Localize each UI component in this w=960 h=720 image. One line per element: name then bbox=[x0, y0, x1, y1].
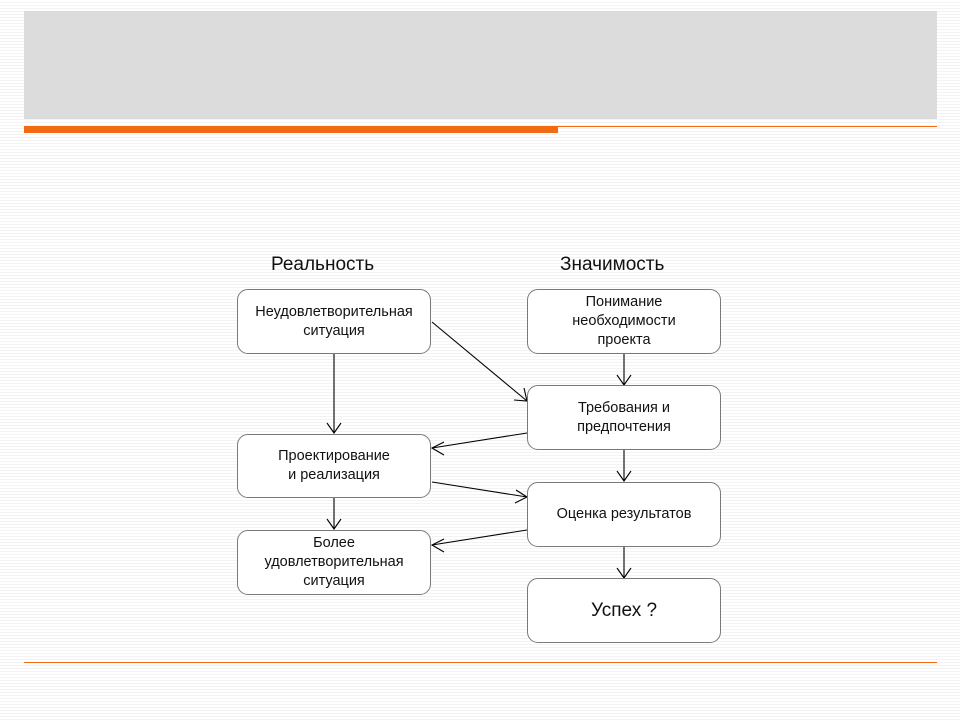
node-project-need: Понимание необходимости проекта bbox=[527, 289, 721, 354]
arrow-evaluation-to-better bbox=[431, 529, 528, 546]
arrow-design-to-evaluation bbox=[431, 481, 528, 498]
node-success: Успех ? bbox=[527, 578, 721, 643]
arrow-unsatisfactory-to-requirements bbox=[431, 321, 528, 402]
arrowhead-icon bbox=[326, 422, 342, 434]
arrowhead-icon bbox=[326, 518, 342, 530]
node-better-situation: Более удовлетворительная ситуация bbox=[237, 530, 431, 595]
arrow-requirements-to-design bbox=[431, 432, 528, 449]
node-design-and-implementation: Проектирование и реализация bbox=[237, 434, 431, 498]
node-unsatisfactory-situation: Неудовлетворительная ситуация bbox=[237, 289, 431, 354]
node-evaluation: Оценка результатов bbox=[527, 482, 721, 547]
title-band bbox=[24, 11, 937, 119]
arrowhead-icon bbox=[430, 441, 445, 456]
column-heading-significance: Значимость bbox=[560, 254, 665, 275]
accent-bar bbox=[24, 126, 558, 133]
accent-line bbox=[558, 126, 937, 127]
footer-line bbox=[24, 662, 937, 663]
arrowhead-icon bbox=[616, 470, 632, 482]
node-requirements: Требования и предпочтения bbox=[527, 385, 721, 450]
column-heading-reality: Реальность bbox=[271, 254, 375, 275]
arrowhead-icon bbox=[430, 538, 445, 553]
